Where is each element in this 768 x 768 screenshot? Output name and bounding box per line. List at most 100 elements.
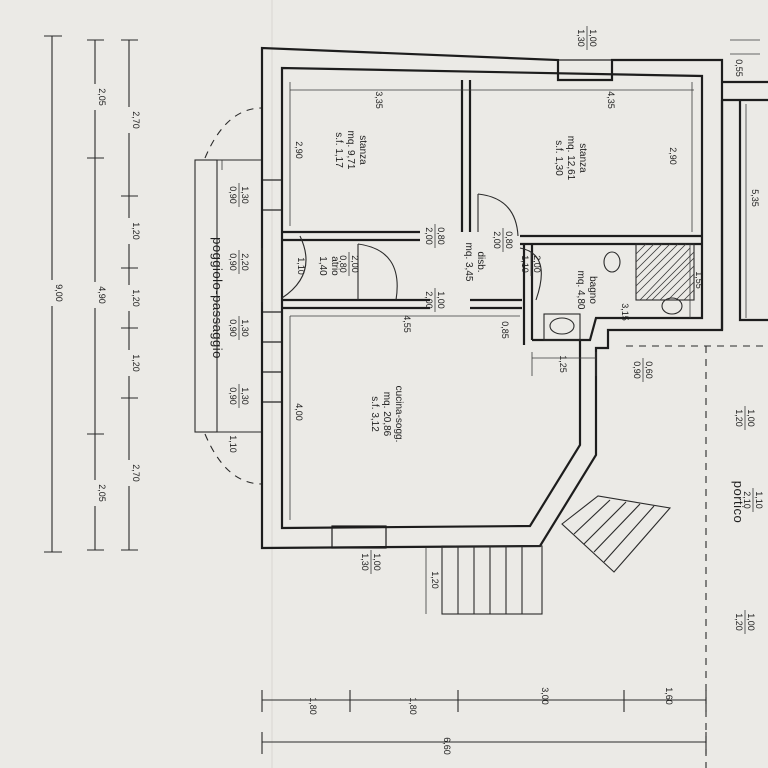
opening-portico-1: 1,00 1,20 [734, 406, 756, 430]
dim-bottom-total: 6,60 [442, 737, 452, 755]
svg-text:1,30: 1,30 [240, 186, 250, 204]
dim-290-right: 2,90 [668, 147, 678, 165]
svg-text:0,90: 0,90 [228, 387, 238, 405]
opening-poggiolo-door: 2,20 0,90 [228, 250, 250, 274]
dim-inner-5: 2,70 [131, 464, 141, 482]
bathroom-fixtures [543, 243, 695, 341]
room-bagno: bagno mq. 4,80 [575, 271, 598, 310]
svg-text:1,00: 1,00 [746, 613, 756, 631]
opening-bagno-door: 2,00 1,10 [520, 252, 542, 276]
dim-335: 3,35 [374, 91, 384, 109]
dim-535: 5,35 [750, 189, 760, 207]
toilet-icon [661, 297, 683, 315]
opening-labels: 1,00 1,30 1,30 0,90 2,20 0,90 1,30 0,90 … [228, 26, 764, 634]
dim-inner-2: 1,20 [131, 222, 141, 240]
dim-315: 3,15 [620, 303, 630, 321]
svg-text:0,90: 0,90 [228, 186, 238, 204]
opening-stanza-door: 0,80 2,00 [424, 224, 446, 248]
room-cucina-area: mq. 20,86 [381, 392, 392, 437]
dim-435: 4,35 [606, 91, 616, 109]
dim-455: 4,55 [402, 315, 412, 333]
dim-120-stairs: 1,20 [430, 571, 440, 589]
stairs [441, 495, 672, 615]
dim-085: 0,85 [500, 321, 510, 339]
dim-125: 1,25 [558, 355, 568, 373]
dim-bottom-3: 3,00 [540, 687, 550, 705]
opening-cucina-window: 1,00 1,30 [360, 550, 382, 574]
room-stanza-right: stanza mq. 12,61 s.f. 1,30 [553, 136, 588, 181]
room-atrio-name: atrio [329, 256, 340, 276]
svg-text:0,60: 0,60 [644, 361, 654, 379]
interior-dimensions: 3,35 4,35 2,90 2,90 5,35 0,55 1,55 3,15 … [221, 59, 760, 614]
room-labels: stanza mq. 9,71 s.f. 1,17 stanza mq. 12,… [317, 131, 598, 443]
dim-total-height: 9,00 [54, 284, 64, 302]
dim-mid-3: 2,05 [97, 484, 107, 502]
dim-155: 1,55 [694, 271, 704, 289]
room-stanza-right-sf: s.f. 1,30 [553, 140, 564, 176]
svg-text:0,80: 0,80 [338, 255, 348, 273]
svg-text:2,00: 2,00 [350, 255, 360, 273]
room-disb-name: disb. [475, 251, 486, 272]
svg-text:0,90: 0,90 [228, 319, 238, 337]
svg-text:1,00: 1,00 [436, 291, 446, 309]
opening-top-window: 1,00 1,30 [576, 26, 598, 50]
dim-055: 0,55 [734, 59, 744, 77]
dim-mid-2: 4,90 [97, 286, 107, 304]
room-disb-area: mq. 3,45 [463, 243, 474, 282]
doors [261, 193, 542, 302]
room-bagno-name: bagno [587, 276, 598, 304]
opening-poggiolo-window-2: 1,30 0,90 [228, 316, 250, 340]
svg-text:1,30: 1,30 [360, 553, 370, 571]
bottom-dimension-chains: 1,80 1,80 3,00 1,60 6,60 [261, 687, 707, 755]
svg-text:1,30: 1,30 [240, 319, 250, 337]
room-cucina-sf: s.f. 3,12 [369, 396, 380, 432]
bidet-icon [603, 251, 621, 273]
svg-text:1,00: 1,00 [746, 409, 756, 427]
opening-atrio-door: 2,00 0,80 [338, 252, 360, 276]
opening-disb-door: 0,80 2,00 [492, 228, 514, 252]
svg-text:1,10: 1,10 [754, 491, 764, 509]
room-portico-label: portico [731, 481, 746, 524]
opening-poggiolo-window-3: 1,30 0,90 [228, 384, 250, 408]
svg-text:0,90: 0,90 [632, 361, 642, 379]
room-disb: disb. mq. 3,45 [463, 243, 486, 282]
svg-text:1,00: 1,00 [588, 29, 598, 47]
svg-text:0,80: 0,80 [504, 231, 514, 249]
svg-text:2,00: 2,00 [532, 255, 542, 273]
dim-110-atrio: 1,10 [296, 257, 306, 275]
interior-walls [282, 80, 702, 345]
dim-inner-4: 1,20 [131, 354, 141, 372]
left-dimension-chains: 9,00 2,05 4,90 2,05 2,70 1,20 1,20 1,20 … [44, 35, 141, 553]
opening-cucina-door: 1,00 2,00 [424, 288, 446, 312]
room-stanza-right-area: mq. 12,61 [565, 136, 576, 181]
svg-text:2,00: 2,00 [424, 291, 434, 309]
room-stanza-right-name: stanza [577, 143, 588, 173]
svg-text:1,30: 1,30 [240, 387, 250, 405]
room-stanza-left: stanza mq. 9,71 s.f. 1,17 [333, 131, 368, 170]
svg-text:1,00: 1,00 [372, 553, 382, 571]
svg-text:2,00: 2,00 [424, 227, 434, 245]
room-atrio-area: 1,40 [317, 256, 328, 276]
poggiolo-balcony: poggiolo-passaggio [194, 107, 263, 485]
dim-inner-1: 2,70 [131, 111, 141, 129]
dim-bottom-1: 1,80 [308, 697, 318, 715]
dim-bottom-4: 1,60 [664, 687, 674, 705]
opening-portico-3: 1,00 1,20 [734, 610, 756, 634]
svg-text:1,30: 1,30 [576, 29, 586, 47]
dim-400: 4,00 [294, 403, 304, 421]
svg-text:2,00: 2,00 [492, 231, 502, 249]
dim-290-left: 2,90 [294, 141, 304, 159]
room-poggiolo-label: poggiolo-passaggio [210, 237, 225, 359]
svg-text:1,10: 1,10 [520, 255, 530, 273]
room-stanza-left-name: stanza [357, 135, 368, 165]
svg-text:0,90: 0,90 [228, 253, 238, 271]
dim-bottom-2: 1,80 [408, 697, 418, 715]
opening-portico-2: 1,10 2,10 [742, 488, 764, 512]
sink-icon [543, 313, 581, 341]
svg-text:1,20: 1,20 [734, 409, 744, 427]
svg-text:2,10: 2,10 [742, 491, 752, 509]
room-bagno-area: mq. 4,80 [575, 271, 586, 310]
dim-inner-3: 1,20 [131, 289, 141, 307]
